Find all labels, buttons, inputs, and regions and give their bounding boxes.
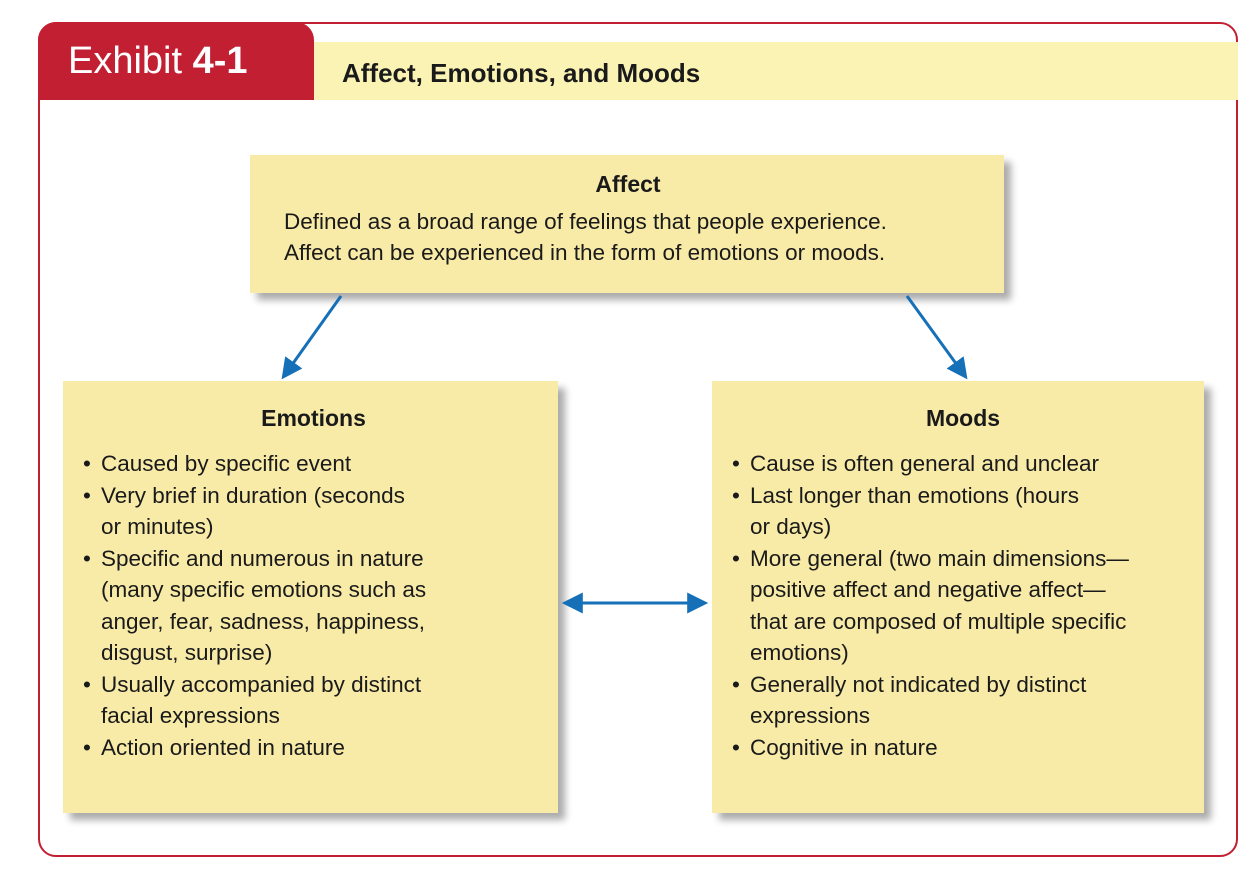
moods-box: Moods Cause is often general and unclear… [712,381,1204,813]
moods-item-line: Generally not indicated by distinct [750,671,1087,697]
emotions-item-line: Very brief in duration (seconds [101,482,405,508]
moods-item: Last longer than emotions (hours or days) [732,480,1194,543]
emotions-item-line: or minutes) [101,514,214,539]
emotions-item: Specific and numerous in nature (many spe… [83,543,544,669]
emotions-item: Usually accompanied by distinct facial ex… [83,669,544,732]
emotions-item-line: (many specific emotions such as [101,577,427,602]
exhibit-label: Exhibit 4-1 [38,22,314,100]
moods-item-line: expressions [750,703,871,728]
moods-item-line: emotions) [750,640,849,665]
affect-heading: Affect [595,171,661,197]
emotions-item: Caused by specific event [83,448,544,480]
moods-list: Cause is often general and unclearLast l… [732,448,1194,763]
exhibit-title: Affect, Emotions, and Moods [314,42,1238,100]
emotions-item-line: disgust, surprise) [101,640,273,665]
emotions-item-line: Caused by specific event [101,451,352,476]
exhibit-frame [38,22,1238,857]
moods-heading: Moods [925,405,1001,431]
moods-item-line: Cognitive in nature [750,734,938,760]
moods-item: Generally not indicated by distinct expre… [732,669,1194,732]
emotions-item-line: Action oriented in nature [101,734,345,760]
moods-item: More general (two main dimensions— positi… [732,543,1194,669]
emotions-item-line: Usually accompanied by distinct [101,671,422,697]
moods-item: Cause is often general and unclear [732,448,1194,480]
affect-box: Affect Defined as a broad range of feeli… [250,155,1004,293]
emotions-item-line: anger, fear, sadness, happiness, [101,608,425,634]
exhibit-prefix: Exhibit [68,40,183,82]
emotions-box: Emotions Caused by specific eventVery br… [63,381,558,813]
emotions-heading: Emotions [261,405,366,431]
moods-item-line: Cause is often general and unclear [750,451,1099,476]
moods-item-line: or days) [750,514,832,539]
moods-item-line: positive affect and negative affect— [750,577,1106,602]
moods-item-line: that are composed of multiple specific [750,608,1127,634]
moods-item: Cognitive in nature [732,732,1194,764]
affect-definition-line: Affect can be experienced in the form of… [284,240,886,265]
emotions-item: Very brief in duration (seconds or minute… [83,480,544,543]
exhibit-number: 4-1 [192,40,248,82]
emotions-item-line: Specific and numerous in nature [101,545,424,571]
emotions-item: Action oriented in nature [83,732,544,764]
emotions-list: Caused by specific eventVery brief in du… [83,448,544,763]
emotions-item-line: facial expressions [101,703,280,728]
moods-item-line: Last longer than emotions (hours [750,482,1079,508]
affect-definition-line: Defined as a broad range of feelings tha… [284,209,887,234]
moods-item-line: More general (two main dimensions— [750,545,1129,571]
